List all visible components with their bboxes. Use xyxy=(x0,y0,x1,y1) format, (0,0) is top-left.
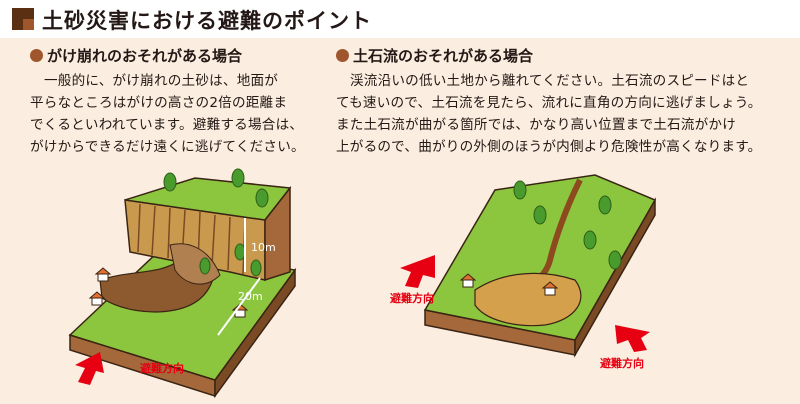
debris-flow-section-title: 土石流のおそれがある場合 xyxy=(336,45,533,66)
debris-flow-description: 渓流沿いの低い土地から離れてください。土石流のスピードはと ても速いので、土石流… xyxy=(336,70,762,158)
debris-flow-line: ても速いので、土石流を見たら、流れに直角の方向に逃げましょう。 xyxy=(336,95,762,111)
debris-flow-title-text: 土石流のおそれがある場合 xyxy=(353,47,534,65)
debris-flow-line: 上がるので、曲がりの外側のほうが内側より危険性が高くなります。 xyxy=(336,139,762,155)
landslide-line: 平らなところはがけの高さの2倍の距離ま xyxy=(30,95,288,111)
cliff-height-label: 10m xyxy=(251,241,276,254)
landslide-section-title: がけ崩れのおそれがある場合 xyxy=(30,45,242,66)
evacuation-arrow-right-icon xyxy=(615,325,650,352)
landslide-description: 一般的に、がけ崩れの土砂は、地面が 平らなところはがけの高さの2倍の距離ま でく… xyxy=(30,70,305,158)
title-marker-icon xyxy=(12,8,34,30)
landslide-illustration: 10m 20m 避難方向 xyxy=(68,168,297,399)
reach-distance-label: 20m xyxy=(238,290,263,303)
landslide-line: がけからできるだけ遠くに逃げてください。 xyxy=(30,139,305,155)
evacuation-arrow-left-icon xyxy=(400,255,435,288)
evacuation-direction-label-left: 避難方向 xyxy=(390,291,434,305)
bullet-dot-icon xyxy=(336,49,349,62)
evacuation-arrow-icon xyxy=(75,352,104,385)
debris-flow-illustration: 避難方向 避難方向 xyxy=(390,174,657,370)
bullet-dot-icon xyxy=(30,49,43,62)
evacuation-direction-label-right: 避難方向 xyxy=(600,356,644,370)
page-title: 土砂災害における避難のポイント xyxy=(42,9,372,33)
debris-flow-line: また土石流が曲がる箇所では、かなり高い位置まで土石流がかけ xyxy=(336,117,737,133)
header-bar: 土砂災害における避難のポイント xyxy=(0,0,800,38)
debris-flow-line: 渓流沿いの低い土地から離れてください。土石流のスピードはと xyxy=(350,73,750,89)
landslide-title-text: がけ崩れのおそれがある場合 xyxy=(47,47,243,65)
landslide-line: 一般的に、がけ崩れの土砂は、地面が xyxy=(44,73,279,89)
evacuation-direction-label: 避難方向 xyxy=(140,361,184,375)
landslide-line: でくるといわれています。避難する場合は、 xyxy=(30,117,304,133)
